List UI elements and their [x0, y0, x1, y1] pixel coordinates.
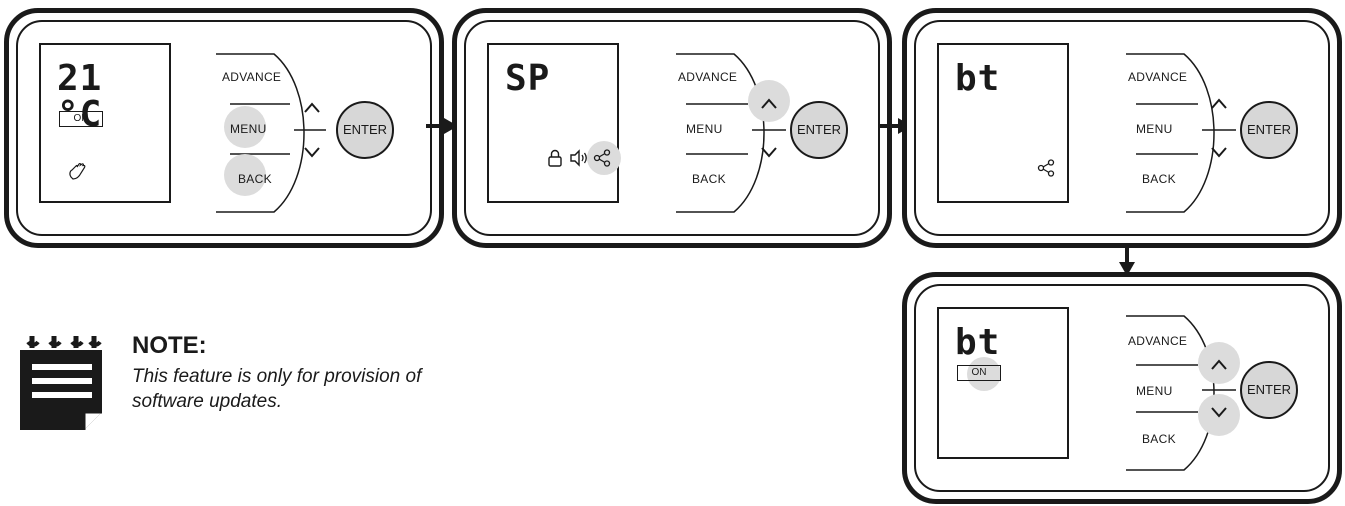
menu-highlight: [224, 106, 266, 148]
lcd-screen: SP: [487, 43, 621, 203]
status-highlight: [967, 357, 1001, 391]
arrow-buttons: [1211, 359, 1227, 418]
menu-button[interactable]: MENU: [686, 122, 723, 136]
menu-button[interactable]: MENU: [1136, 384, 1173, 398]
speaker-icon: [569, 149, 589, 170]
up-arrow-icon: [761, 98, 777, 109]
arrow-down-icon: [1119, 246, 1135, 276]
panel-inner-frame: [914, 20, 1330, 236]
menu-button[interactable]: MENU: [230, 122, 267, 136]
back-button[interactable]: BACK: [238, 172, 272, 186]
lcd-screen: 21 °C ON: [39, 43, 171, 203]
lcd-screen: bt ON: [937, 307, 1069, 459]
down-arrow-icon: [761, 147, 777, 158]
up-arrow-icon: [1211, 98, 1227, 109]
panel-inner-frame: [914, 284, 1330, 492]
mode-readout: bt: [955, 322, 1001, 363]
advance-button[interactable]: ADVANCE: [222, 70, 282, 84]
up-arrow-icon: [304, 102, 320, 113]
device-panel-2: SP ADVANCE MENU BACK ENTER: [452, 8, 892, 248]
notepad-icon: [20, 336, 102, 430]
back-button[interactable]: BACK: [1142, 172, 1176, 186]
up-arrow-icon: [1211, 359, 1227, 370]
mode-readout: bt: [955, 58, 1001, 99]
back-highlight: [224, 154, 266, 196]
hand-icon: [67, 161, 89, 186]
enter-button[interactable]: ENTER: [790, 101, 848, 159]
note-text: This feature is only for provision of so…: [132, 366, 422, 412]
down-arrow-icon: [304, 147, 320, 158]
share-highlight: [587, 141, 621, 175]
device-panel-1: 21 °C ON ADVANCE MENU BACK ENTER: [4, 8, 444, 248]
enter-button[interactable]: ENTER: [1240, 101, 1298, 159]
arrow-buttons: [1211, 98, 1227, 158]
lcd-screen: bt: [937, 43, 1069, 203]
down-arrow-icon: [1211, 407, 1227, 418]
mode-readout: SP: [505, 58, 551, 99]
button-divider-lines: [1126, 315, 1236, 471]
note-title: NOTE:: [132, 332, 207, 359]
enter-button[interactable]: ENTER: [336, 101, 394, 159]
button-divider-lines: [1126, 53, 1236, 213]
arrow-buttons: [304, 102, 320, 158]
arrow-right-icon: [426, 118, 458, 134]
share-icon: [1037, 159, 1055, 180]
device-panel-3: bt ADVANCE MENU BACK ENTER: [902, 8, 1342, 248]
arrow-buttons: [761, 98, 777, 158]
enter-button[interactable]: ENTER: [1240, 361, 1298, 419]
device-panel-4: bt ON ADVANCE MENU BACK ENTER: [902, 272, 1342, 504]
share-icon: [593, 149, 611, 170]
up-highlight: [1198, 342, 1240, 384]
on-status-indicator: ON: [957, 365, 1001, 381]
back-button[interactable]: BACK: [692, 172, 726, 186]
button-divider-lines: [676, 53, 786, 213]
menu-button[interactable]: MENU: [1136, 122, 1173, 136]
down-arrow-icon: [1211, 147, 1227, 158]
advance-button[interactable]: ADVANCE: [678, 70, 738, 84]
on-status-indicator: ON: [59, 111, 103, 127]
lock-icon: [547, 149, 563, 170]
advance-button[interactable]: ADVANCE: [1128, 334, 1188, 348]
advance-button[interactable]: ADVANCE: [1128, 70, 1188, 84]
back-button[interactable]: BACK: [1142, 432, 1176, 446]
